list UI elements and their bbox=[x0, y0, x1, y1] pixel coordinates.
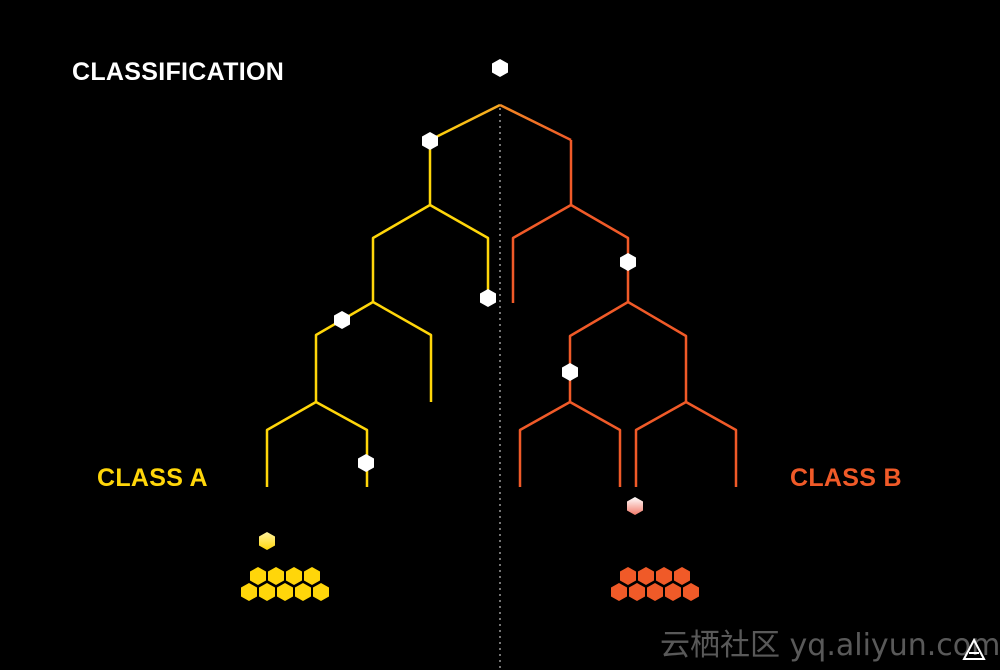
decision-node-hex bbox=[562, 363, 578, 381]
decision-node-hex bbox=[620, 253, 636, 271]
class-a-subtree bbox=[265, 140, 490, 487]
watermark: 云栖社区 yq.aliyun.com bbox=[660, 620, 1000, 664]
decision-node-hex bbox=[480, 289, 496, 307]
decision-node-hex bbox=[358, 454, 374, 472]
falling-sample-a-hex bbox=[259, 532, 275, 550]
class-b-sample-pile bbox=[611, 567, 699, 601]
class-a-label: CLASS A bbox=[97, 464, 208, 492]
falling-sample-b-hex bbox=[627, 497, 643, 515]
decision-node-hex bbox=[422, 132, 438, 150]
branch-root-left bbox=[429, 103, 501, 142]
watermark-cn: 云栖社区 bbox=[660, 628, 780, 663]
class-b-label: CLASS B bbox=[790, 464, 902, 492]
decision-node-hex bbox=[334, 311, 350, 329]
decision-nodes bbox=[334, 59, 636, 472]
brand-logo-icon bbox=[962, 638, 986, 660]
diagram-title: CLASSIFICATION bbox=[72, 58, 285, 86]
class-b-subtree bbox=[511, 140, 738, 487]
branch-root-right bbox=[499, 103, 572, 142]
decision-node-hex bbox=[492, 59, 508, 77]
class-a-sample-pile bbox=[241, 567, 329, 601]
